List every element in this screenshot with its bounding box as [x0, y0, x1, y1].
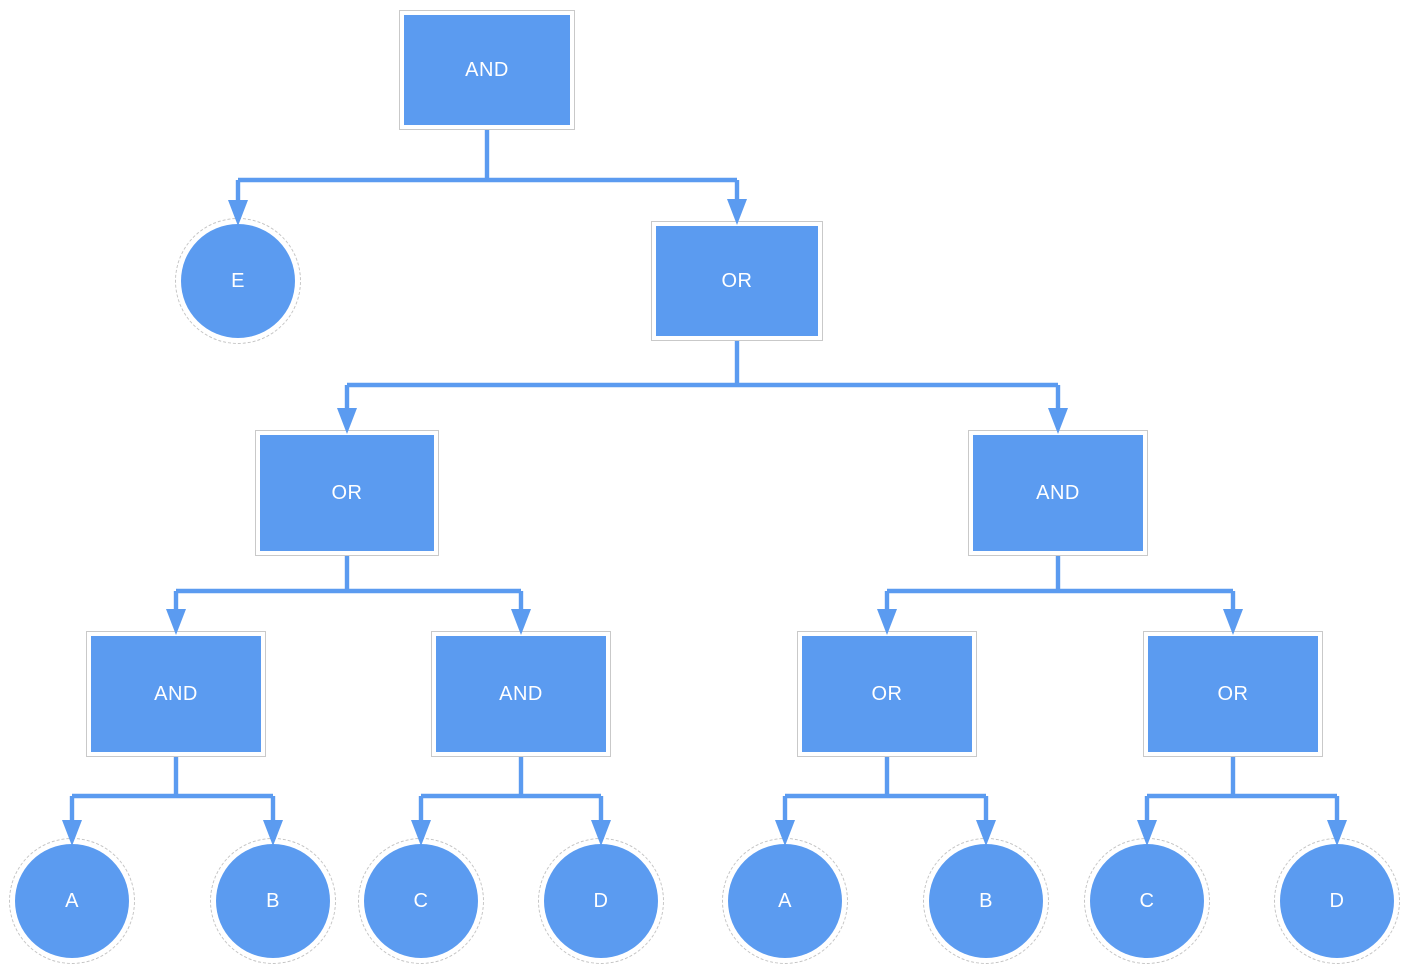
- event-node-e[interactable]: E: [175, 218, 301, 344]
- gate-node-fill: OR: [802, 636, 972, 752]
- gate-node-fill: OR: [260, 435, 434, 551]
- gate-label: AND: [154, 682, 198, 705]
- event-node-d2[interactable]: D: [1274, 838, 1400, 964]
- event-label: B: [979, 889, 993, 912]
- event-node-a1[interactable]: A: [9, 838, 135, 964]
- event-node-fill: D: [1280, 844, 1394, 958]
- gate-node-root-and[interactable]: AND: [399, 10, 575, 130]
- gate-node-fill: AND: [404, 15, 570, 125]
- event-node-fill: A: [15, 844, 129, 958]
- event-label: A: [65, 889, 79, 912]
- gate-label: AND: [499, 682, 543, 705]
- gate-node-fill: AND: [973, 435, 1143, 551]
- event-node-a2[interactable]: A: [722, 838, 848, 964]
- event-label: C: [1139, 889, 1155, 912]
- gate-node-and-level4-1[interactable]: AND: [86, 631, 266, 757]
- gate-label: OR: [1217, 682, 1249, 705]
- edge-or4d-children: [1144, 757, 1340, 836]
- event-node-fill: C: [364, 844, 478, 958]
- event-label: D: [593, 889, 609, 912]
- gate-label: AND: [1036, 481, 1080, 504]
- event-label: A: [778, 889, 792, 912]
- event-node-fill: C: [1090, 844, 1204, 958]
- event-node-c1[interactable]: C: [358, 838, 484, 964]
- event-node-d1[interactable]: D: [538, 838, 664, 964]
- event-node-fill: B: [216, 844, 330, 958]
- event-node-b1[interactable]: B: [210, 838, 336, 964]
- edge-or2-children: [344, 341, 1061, 424]
- gate-label: OR: [721, 269, 753, 292]
- edge-and4a-children: [69, 757, 276, 836]
- gate-label: AND: [465, 58, 509, 81]
- gate-node-fill: AND: [91, 636, 261, 752]
- event-label: B: [266, 889, 280, 912]
- gate-node-or-level3-left[interactable]: OR: [255, 430, 439, 556]
- gate-node-or-level4-3[interactable]: OR: [797, 631, 977, 757]
- gate-node-or-level4-4[interactable]: OR: [1143, 631, 1323, 757]
- event-node-c2[interactable]: C: [1084, 838, 1210, 964]
- gate-label: OR: [871, 682, 903, 705]
- edge-and4b-children: [418, 757, 604, 836]
- edge-and3r-children: [884, 556, 1236, 625]
- event-node-fill: E: [181, 224, 295, 338]
- event-node-b2[interactable]: B: [923, 838, 1049, 964]
- event-node-fill: D: [544, 844, 658, 958]
- gate-node-fill: OR: [656, 226, 818, 336]
- gate-node-and-level4-2[interactable]: AND: [431, 631, 611, 757]
- edge-or4c-children: [782, 757, 989, 836]
- event-node-fill: B: [929, 844, 1043, 958]
- gate-node-fill: AND: [436, 636, 606, 752]
- event-label: C: [413, 889, 429, 912]
- gate-label: OR: [331, 481, 363, 504]
- edge-root-children: [235, 130, 740, 216]
- edge-or3l-children: [173, 556, 524, 625]
- gate-node-and-level3-right[interactable]: AND: [968, 430, 1148, 556]
- event-node-fill: A: [728, 844, 842, 958]
- gate-node-or-level2[interactable]: OR: [651, 221, 823, 341]
- gate-node-fill: OR: [1148, 636, 1318, 752]
- event-label: E: [231, 269, 245, 292]
- event-label: D: [1329, 889, 1345, 912]
